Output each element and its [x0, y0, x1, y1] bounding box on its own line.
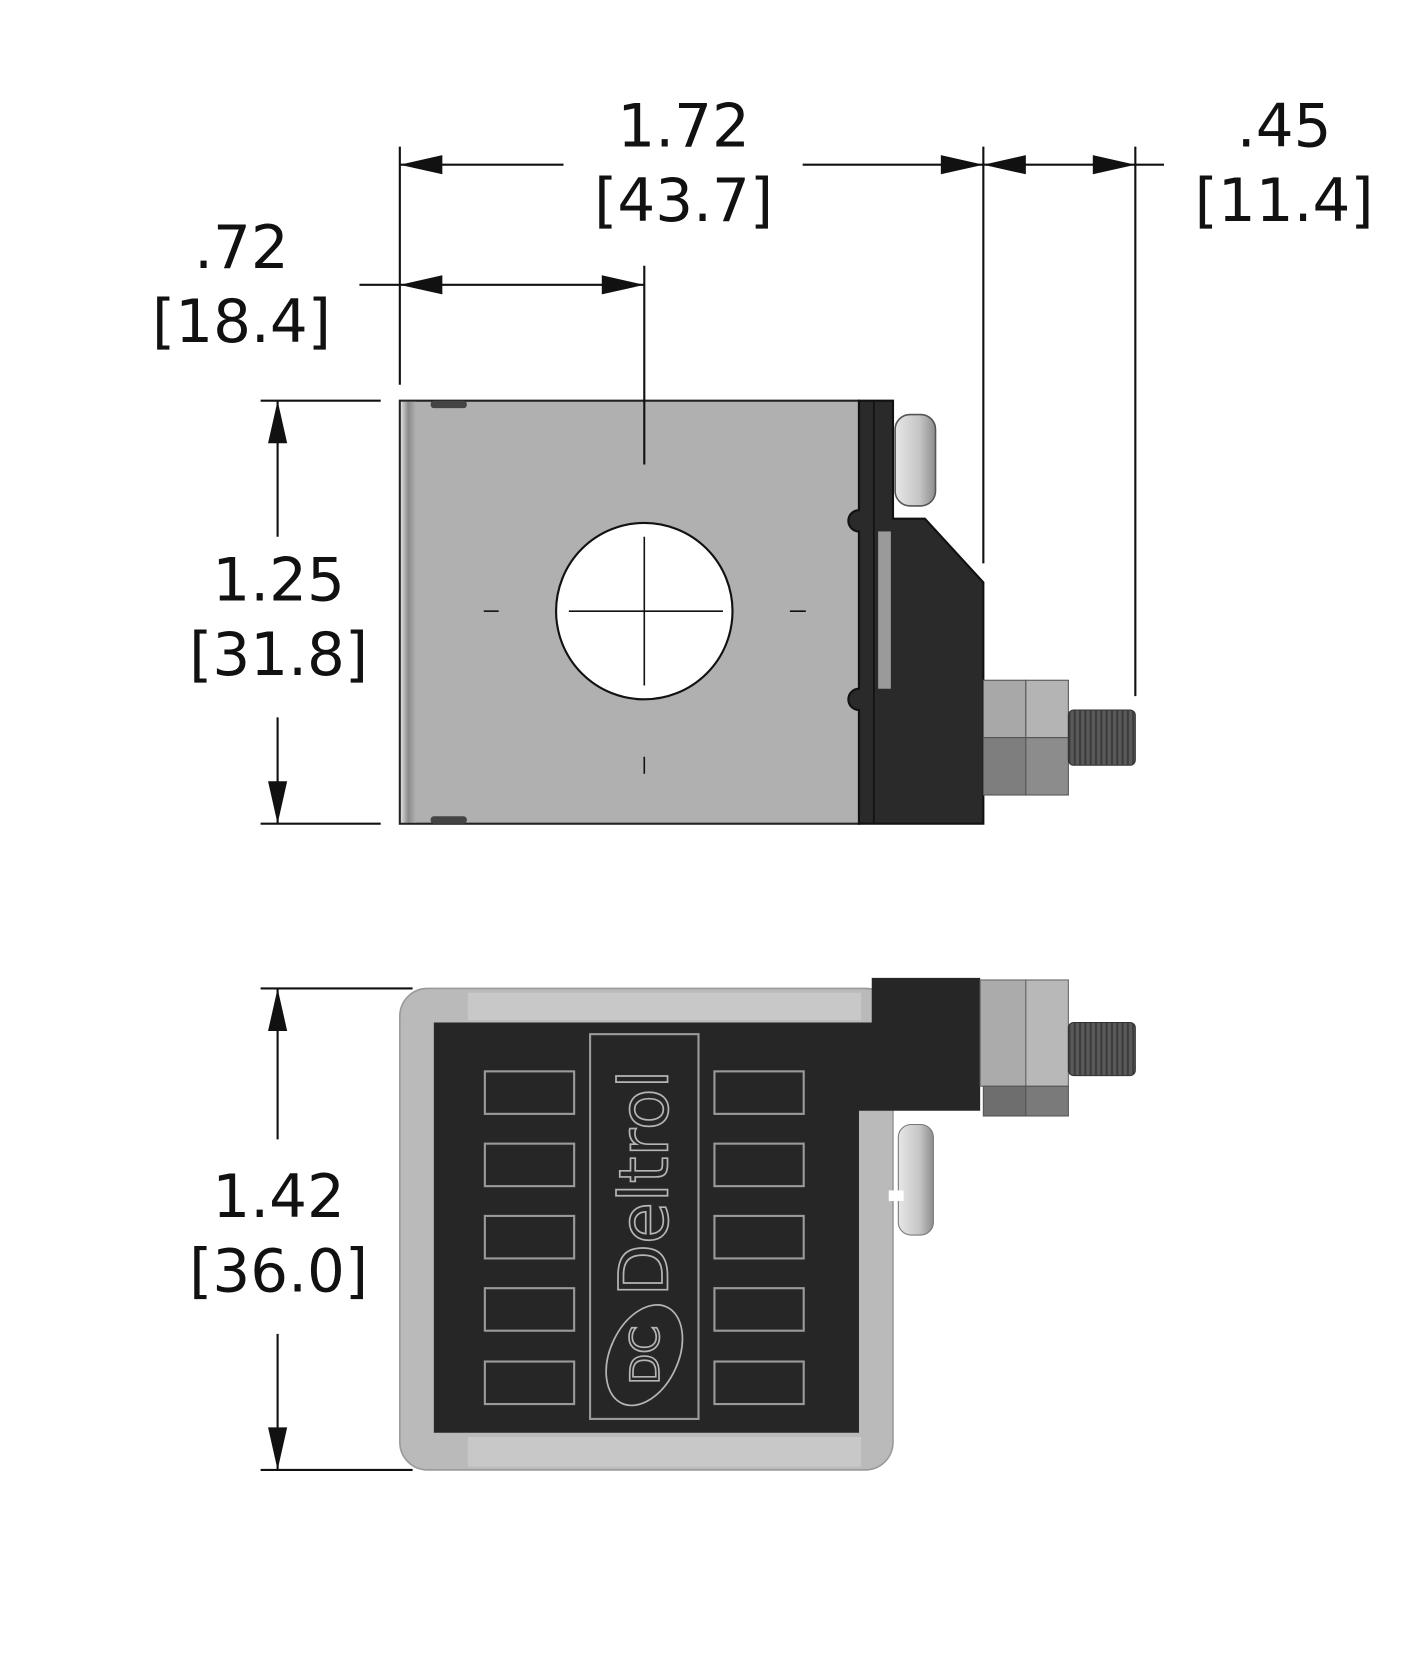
dim-label-inch: .72	[194, 214, 289, 283]
brand-logo-text: Deltrol	[606, 1070, 685, 1297]
dim-label-inch: .45	[1237, 93, 1332, 162]
bottom-clip	[430, 816, 467, 824]
arrow-right	[940, 155, 984, 175]
dim-label-inch: 1.42	[212, 1163, 345, 1232]
screw-head	[897, 1123, 934, 1236]
vent-slots	[483, 1070, 805, 1406]
dim-label-inch: 1.72	[617, 93, 750, 162]
front-face	[433, 977, 981, 1433]
dimension-overall-length: 1.72 [43.7]	[398, 93, 985, 564]
dc-logo-text: DC	[622, 1326, 669, 1385]
side-body-edge	[400, 401, 416, 823]
terminal-insert	[878, 531, 891, 689]
dimension-stud-length: .45 [11.4]	[983, 93, 1374, 697]
dc-logo	[605, 1304, 684, 1407]
dim-label-mm: [31.8]	[189, 621, 368, 690]
terminal-block	[847, 399, 985, 825]
top-clip	[430, 400, 467, 409]
dim-label-inch: 1.25	[212, 547, 345, 616]
arrow-left	[399, 155, 443, 175]
dim-label-mm: [43.7]	[594, 167, 773, 236]
side-view	[398, 399, 1136, 825]
screw-head	[894, 413, 937, 507]
front-hex-nuts	[979, 979, 1069, 1117]
dim-label-mm: [11.4]	[1195, 167, 1374, 236]
hex-nuts	[982, 679, 1069, 796]
dimension-hole-center: .72 [18.4]	[152, 214, 646, 465]
dim-label-mm: [36.0]	[189, 1237, 368, 1306]
dimension-front-height: 1.42 [36.0]	[189, 987, 413, 1471]
front-view: Deltrol DC	[399, 977, 1136, 1471]
label-panel	[589, 1033, 700, 1420]
dim-label-mm: [18.4]	[152, 288, 331, 357]
threaded-stud	[1067, 1021, 1136, 1077]
dimension-side-height: 1.25 [31.8]	[189, 399, 381, 825]
threaded-stud	[1067, 709, 1136, 766]
center-lines	[483, 536, 806, 774]
